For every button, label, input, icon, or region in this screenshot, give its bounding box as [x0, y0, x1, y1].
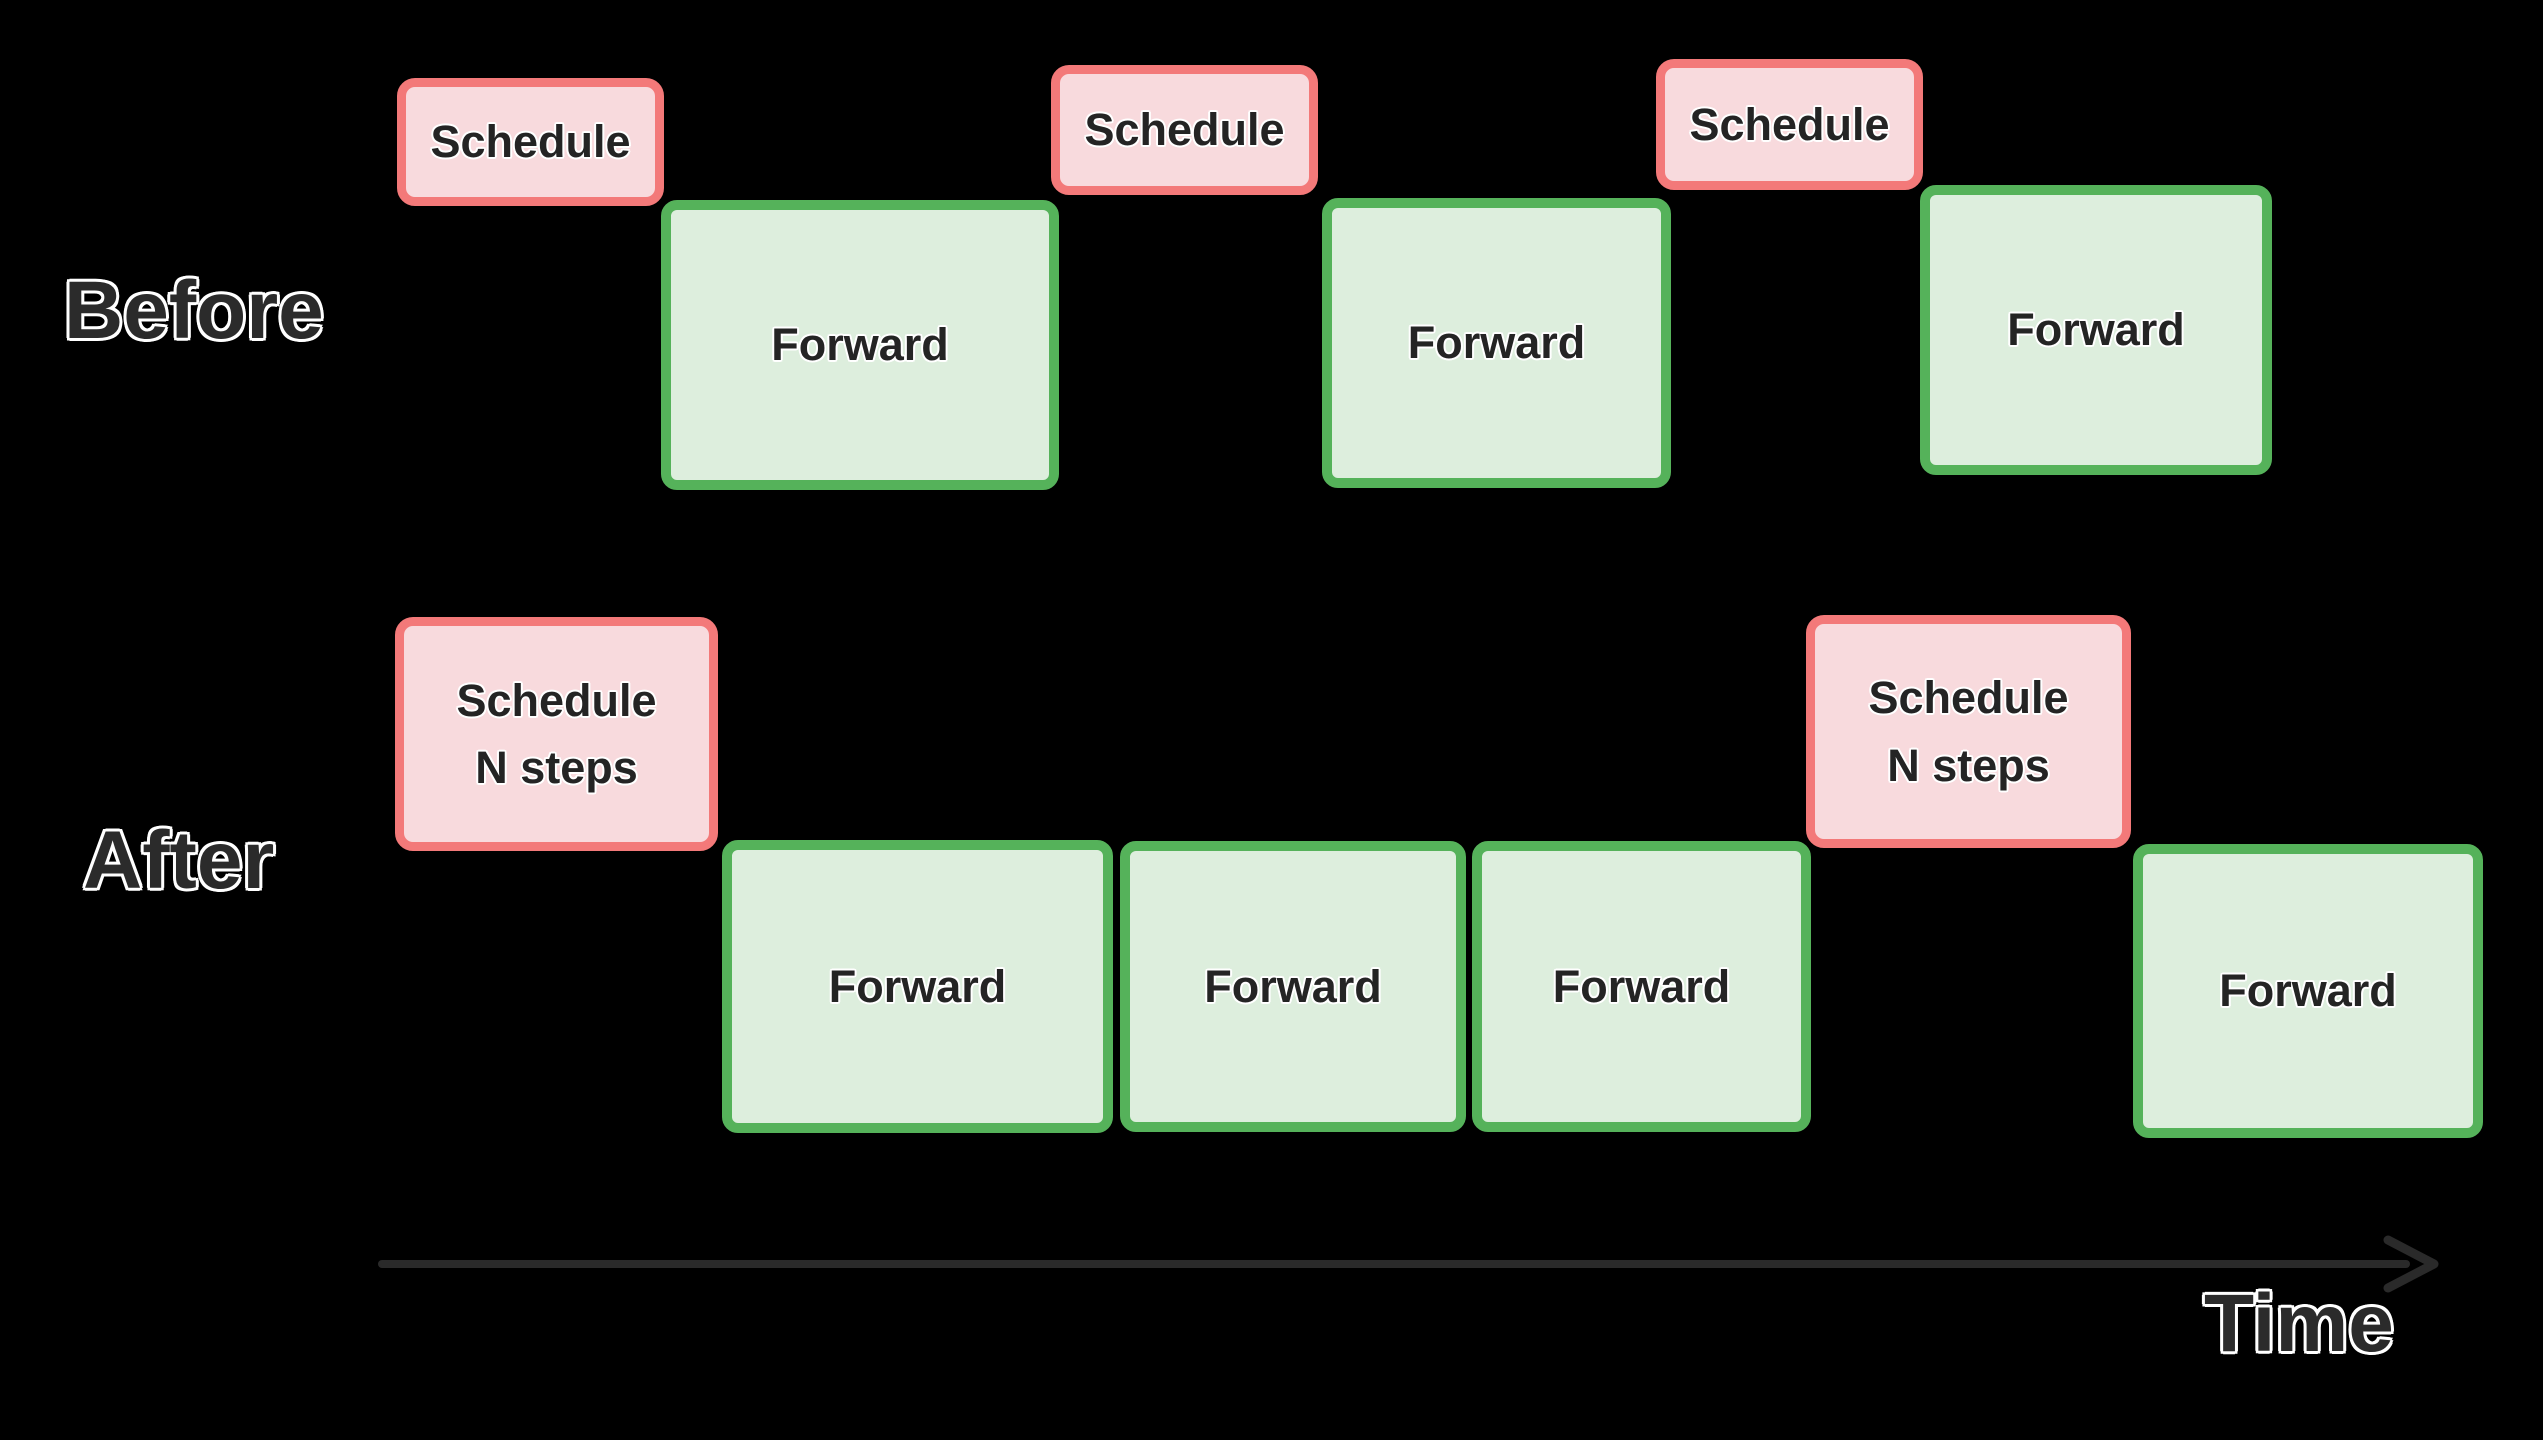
forward-box-label: Forward [1204, 960, 1382, 1012]
schedule-n-steps-label: Schedule N steps [1868, 672, 2069, 791]
schedule-box-1: Schedule [397, 78, 664, 206]
forward-box-1: Forward [661, 200, 1059, 490]
schedule-box-3: Schedule [1656, 59, 1923, 190]
after-row-label: After [83, 815, 275, 906]
forward-box-6: Forward [1472, 841, 1811, 1132]
forward-box-2: Forward [1322, 198, 1671, 488]
forward-box-label: Forward [2007, 304, 2185, 356]
forward-box-5: Forward [1120, 841, 1466, 1132]
forward-box-4: Forward [722, 840, 1113, 1133]
schedule-box-label: Schedule [1689, 98, 1890, 150]
forward-box-label: Forward [1407, 317, 1586, 369]
forward-box-3: Forward [1920, 185, 2272, 475]
schedule-box-label: Schedule [1084, 104, 1285, 156]
schedule-n-steps-box-2: Schedule N steps [1806, 615, 2131, 848]
schedule-box-2: Schedule [1051, 65, 1318, 195]
forward-box-label: Forward [2219, 965, 2397, 1017]
schedule-n-steps-box-1: Schedule N steps [395, 617, 718, 851]
time-arrow-icon [378, 1235, 2439, 1293]
schedule-box-label: Schedule [430, 116, 631, 168]
forward-box-label: Forward [771, 319, 949, 371]
time-axis-label: Time [2204, 1278, 2394, 1369]
schedule-n-steps-label: Schedule N steps [456, 674, 657, 794]
before-row-label: Before [64, 265, 324, 356]
forward-box-7: Forward [2133, 844, 2483, 1138]
forward-box-label: Forward [828, 960, 1007, 1012]
forward-box-label: Forward [1552, 960, 1731, 1012]
